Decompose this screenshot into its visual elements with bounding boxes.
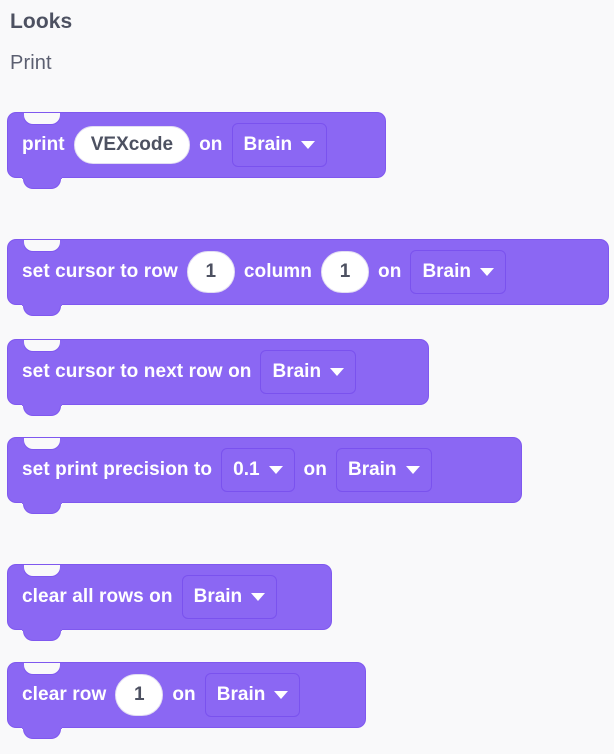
dropdown-field[interactable]: 0.1 <box>221 448 295 492</box>
block-label: set cursor to row <box>22 261 178 282</box>
dropdown-value: Brain <box>347 459 397 480</box>
block-label: on <box>199 134 223 155</box>
block-label: on <box>303 459 327 480</box>
block-content-row: set cursor to row 1 column 1 on Brain <box>8 240 518 304</box>
block-label: print <box>22 134 65 155</box>
block-bottom-connector <box>24 404 60 415</box>
block-label: column <box>243 261 313 282</box>
dropdown-field[interactable]: Brain <box>181 575 278 619</box>
block-content-row: print VEXcode on Brain <box>8 113 339 177</box>
number-input-field[interactable]: 1 <box>321 251 370 293</box>
dropdown-value: Brain <box>216 684 266 705</box>
block-connector-seam <box>22 171 62 179</box>
block-label: clear all rows on <box>22 586 173 607</box>
dropdown-field[interactable]: Brain <box>231 123 328 167</box>
block-connector-seam <box>22 298 62 306</box>
chevron-down-icon <box>480 268 495 276</box>
dropdown-value: Brain <box>243 134 293 155</box>
palette-subcategory-title: Print <box>10 52 52 74</box>
block-bottom-connector <box>24 502 60 513</box>
block-bottom-connector <box>24 727 60 738</box>
block-label: on <box>172 684 196 705</box>
block-connector-seam <box>22 398 62 406</box>
block-label: set print precision to <box>22 459 213 480</box>
dropdown-field[interactable]: Brain <box>410 250 507 294</box>
number-input-field[interactable]: 1 <box>115 674 164 716</box>
block-body <box>8 565 331 629</box>
dropdown-value: Brain <box>193 586 243 607</box>
dropdown-value: Brain <box>272 361 322 382</box>
chevron-down-icon <box>405 466 420 474</box>
block-bottom-connector <box>24 629 60 640</box>
dropdown-value: Brain <box>422 261 472 282</box>
block-connector-seam <box>22 496 62 504</box>
dropdown-field[interactable]: Brain <box>260 350 357 394</box>
block-top-notch <box>17 340 67 351</box>
dropdown-field[interactable]: Brain <box>335 448 432 492</box>
dropdown-value: 0.1 <box>233 459 260 480</box>
block-body <box>8 340 428 404</box>
chevron-down-icon <box>274 691 289 699</box>
clear-all-rows-block[interactable]: clear all rows on Brain <box>8 565 331 640</box>
block-top-notch <box>17 113 67 124</box>
set-print-precision-block[interactable]: set print precision to 0.1 on Brain <box>8 438 521 513</box>
block-body <box>8 663 365 727</box>
print-block[interactable]: print VEXcode on Brain <box>8 113 385 188</box>
block-content-row: clear row 1 on Brain <box>8 663 312 727</box>
block-label: set cursor to next row on <box>22 361 252 382</box>
palette-category-title: Looks <box>10 10 73 33</box>
chevron-down-icon <box>301 141 316 149</box>
set-cursor-to-next-row-block[interactable]: set cursor to next row on Brain <box>8 340 428 415</box>
block-bottom-connector <box>24 304 60 315</box>
block-top-notch <box>17 438 67 449</box>
block-content-row: clear all rows on Brain <box>8 565 289 629</box>
block-connector-seam <box>22 721 62 729</box>
block-content-row: set cursor to next row on Brain <box>8 340 368 404</box>
chevron-down-icon <box>268 466 283 474</box>
text-input-field[interactable]: VEXcode <box>73 126 191 164</box>
number-input-field[interactable]: 1 <box>186 251 235 293</box>
clear-row-block[interactable]: clear row 1 on Brain <box>8 663 365 738</box>
block-bottom-connector <box>24 177 60 188</box>
block-label: on <box>378 261 402 282</box>
chevron-down-icon <box>251 593 266 601</box>
block-top-notch <box>17 565 67 576</box>
block-label: clear row <box>22 684 107 705</box>
set-cursor-to-row-column-block[interactable]: set cursor to row 1 column 1 on Brain <box>8 240 608 315</box>
block-content-row: set print precision to 0.1 on Brain <box>8 438 444 502</box>
block-connector-seam <box>22 623 62 631</box>
block-top-notch <box>17 663 67 674</box>
block-body <box>8 240 608 304</box>
dropdown-field[interactable]: Brain <box>204 673 301 717</box>
chevron-down-icon <box>330 368 345 376</box>
block-top-notch <box>17 240 67 251</box>
